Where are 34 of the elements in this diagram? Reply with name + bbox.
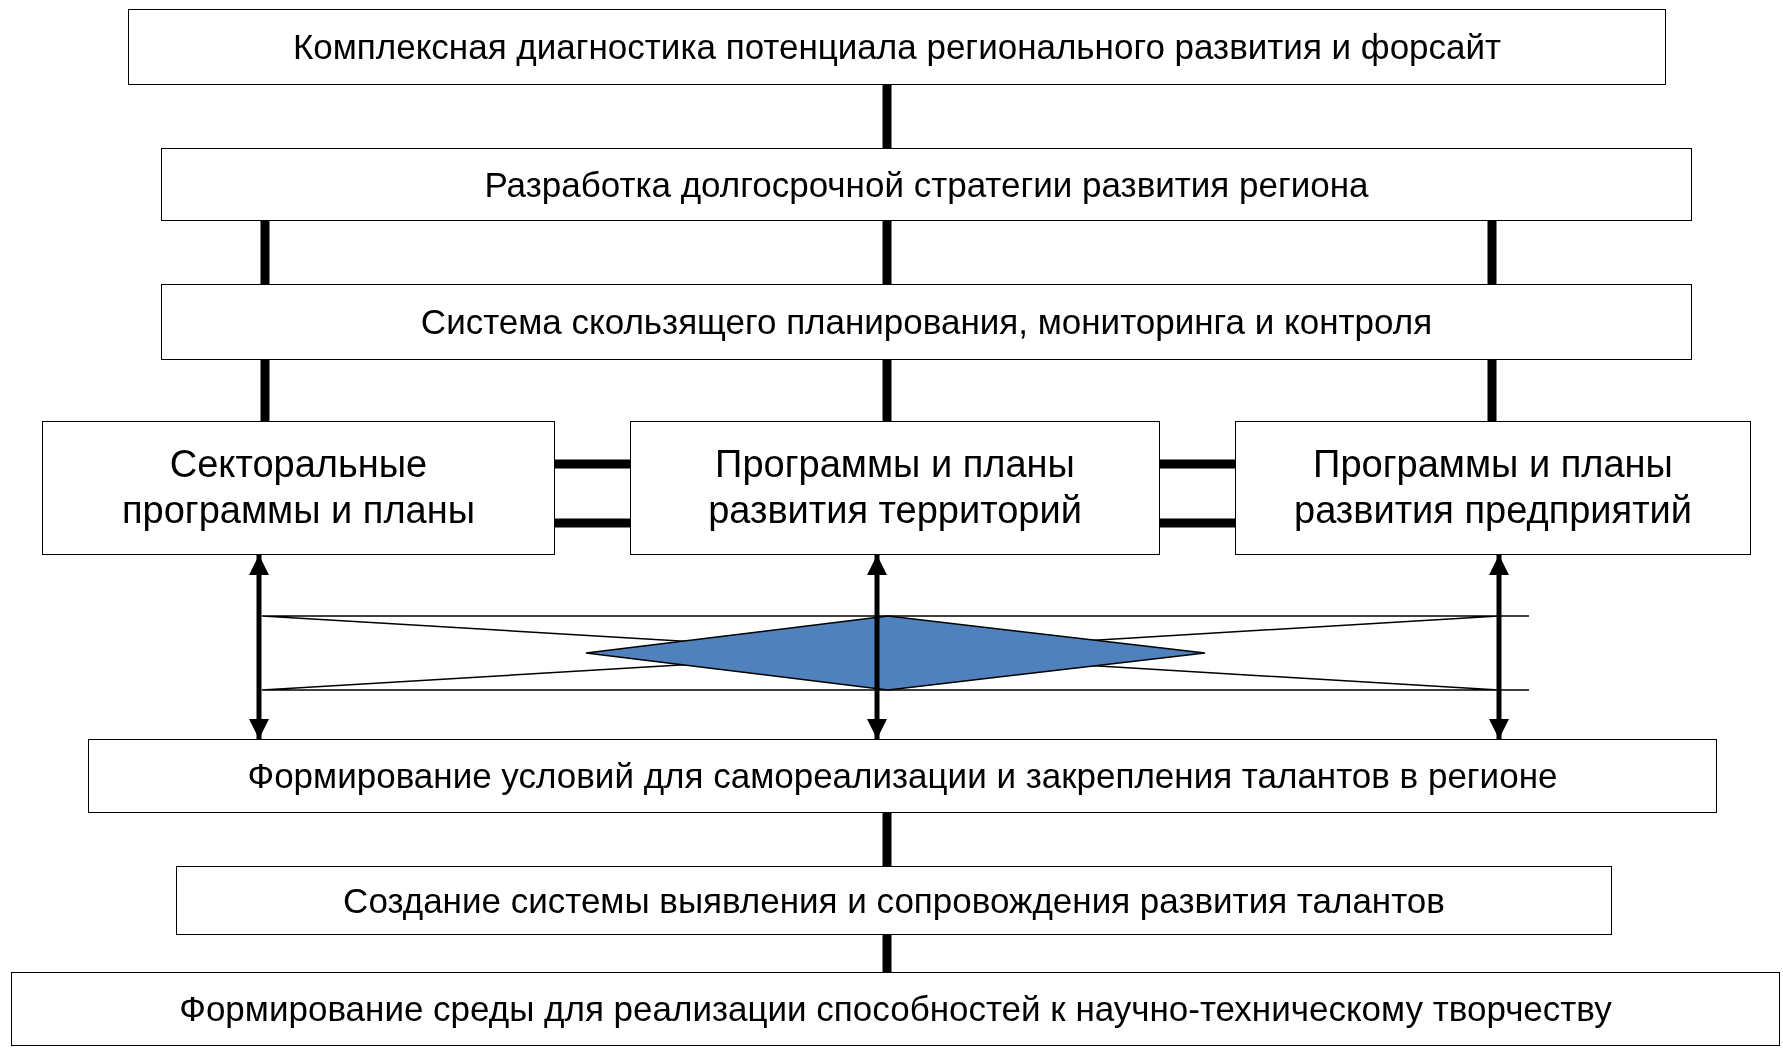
process-box bbox=[42, 421, 555, 555]
connector-line bbox=[555, 518, 630, 528]
process-box bbox=[161, 148, 1692, 221]
connector-line bbox=[882, 935, 892, 972]
process-box bbox=[88, 739, 1717, 813]
connector-line bbox=[260, 221, 270, 284]
connector-line bbox=[1160, 518, 1235, 528]
box-text: Секторальные программы и планы bbox=[120, 442, 477, 533]
box-text: Комплексная диагностика потенциала регионального развития и форсайт bbox=[292, 26, 1502, 68]
box-text: Программы и планы развития территорий bbox=[707, 442, 1083, 533]
box-text: Создание системы выявления и сопровождения развития талантов bbox=[343, 879, 1445, 922]
arrow bbox=[1489, 555, 1509, 739]
box-text: Разработка долгосрочной стратегии развития региона bbox=[484, 163, 1369, 206]
box-text: Формирование среды для реализации способностей к научно-техническому творчеству bbox=[179, 988, 1612, 1030]
box-text: Программы и планы развития предприятий bbox=[1293, 442, 1693, 533]
process-box bbox=[11, 972, 1780, 1046]
arrow bbox=[867, 555, 887, 739]
process-box bbox=[176, 866, 1612, 935]
process-box bbox=[128, 9, 1666, 85]
connector-line bbox=[260, 360, 270, 421]
connector-line bbox=[882, 813, 892, 866]
connector-line bbox=[555, 459, 630, 469]
connector-line bbox=[882, 360, 892, 421]
connector-line bbox=[1487, 221, 1497, 284]
process-box bbox=[1235, 421, 1751, 555]
connector-line bbox=[1487, 360, 1497, 421]
box-text: Формирование условий для самореализации и закрепления талантов в регионе bbox=[247, 755, 1558, 797]
connector-line bbox=[882, 221, 892, 284]
connector-line bbox=[882, 85, 892, 148]
process-box bbox=[630, 421, 1160, 555]
arrow bbox=[249, 555, 269, 739]
process-box bbox=[161, 284, 1692, 360]
box-text: Система скользящего планирования, мониторинга и контроля bbox=[420, 301, 1433, 343]
connector-line bbox=[1160, 459, 1235, 469]
